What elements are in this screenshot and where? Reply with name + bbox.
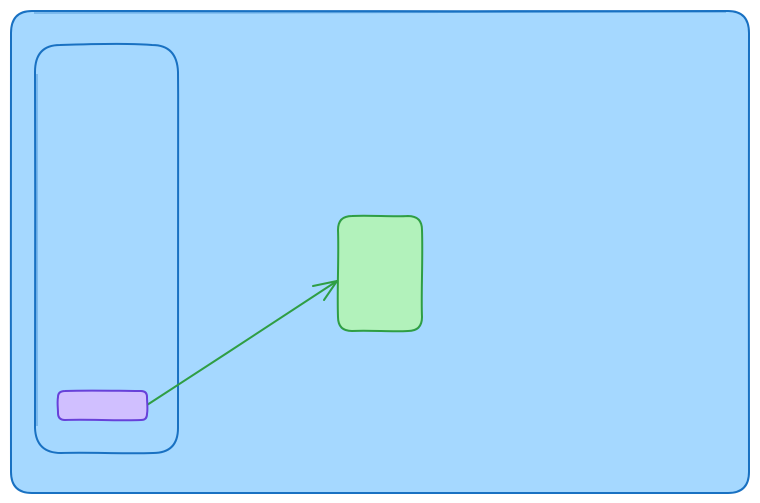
outer-frame-sketch-edge — [33, 11, 727, 14]
connector-line — [146, 280, 338, 406]
target-node[interactable] — [336, 214, 424, 333]
side-container-shape — [33, 42, 180, 455]
target-node-shape — [336, 214, 424, 333]
source-node-shape — [56, 389, 149, 422]
side-container-sketch-edge — [36, 73, 38, 427]
source-node[interactable] — [56, 389, 149, 422]
side-container[interactable] — [33, 42, 180, 455]
